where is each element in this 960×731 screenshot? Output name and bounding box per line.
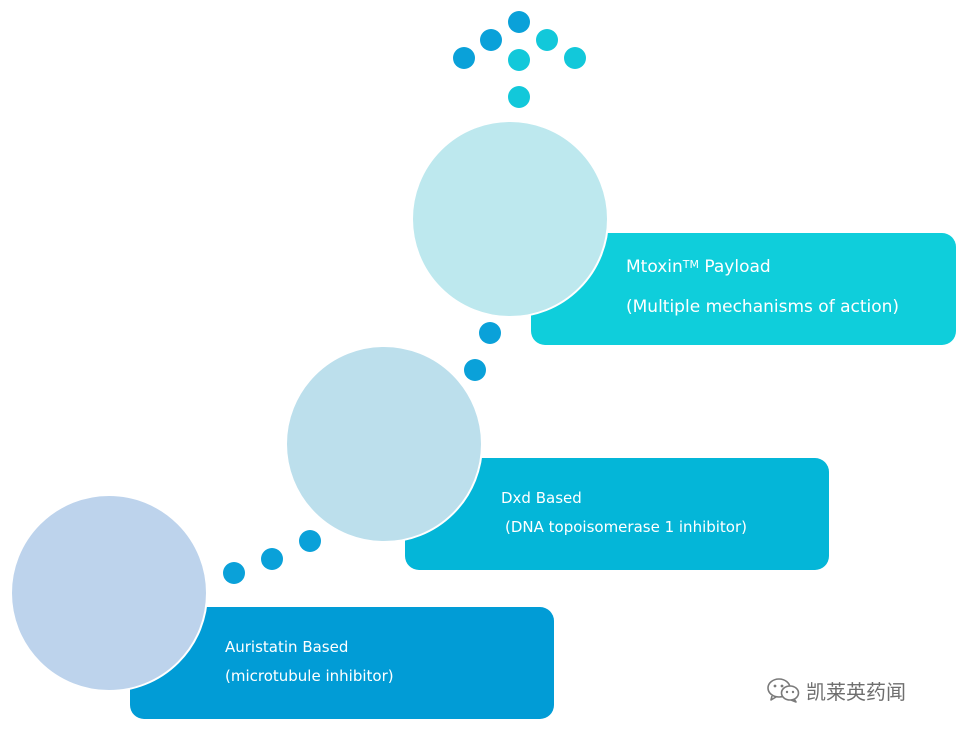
stage1-circle [10,494,208,692]
connector-dot [223,562,245,584]
stage2-circle [285,345,483,543]
stage3-subtitle: (Multiple mechanisms of action) [626,297,900,317]
connector-dot [261,548,283,570]
watermark: 凯莱英药闻 [766,675,906,705]
stage3-title: MtoxinTM Payload [626,257,771,277]
stage3-title-suffix: Payload [699,257,771,277]
watermark-text: 凯莱英药闻 [806,679,906,704]
arrow-dot [508,86,530,108]
arrow-dot [564,47,586,69]
arrow-dot [508,49,530,71]
arrow-dot [536,29,558,51]
stage3-title-name: Mtoxin [626,257,683,277]
connector-dot [299,530,321,552]
connector-dot [464,359,486,381]
connector-dot [479,322,501,344]
stage2-title: Dxd Based [501,489,582,507]
stage1-title: Auristatin Based [225,638,349,656]
trademark-mark: TM [682,258,699,271]
stage1-subtitle: (microtubule inhibitor) [225,667,394,685]
wechat-icon [767,678,800,703]
arrow-dot [453,47,475,69]
stage3-circle [411,120,609,318]
stage2-subtitle: (DNA topoisomerase 1 inhibitor) [505,518,748,536]
arrow-dot [508,11,530,33]
arrow-dot [480,29,502,51]
